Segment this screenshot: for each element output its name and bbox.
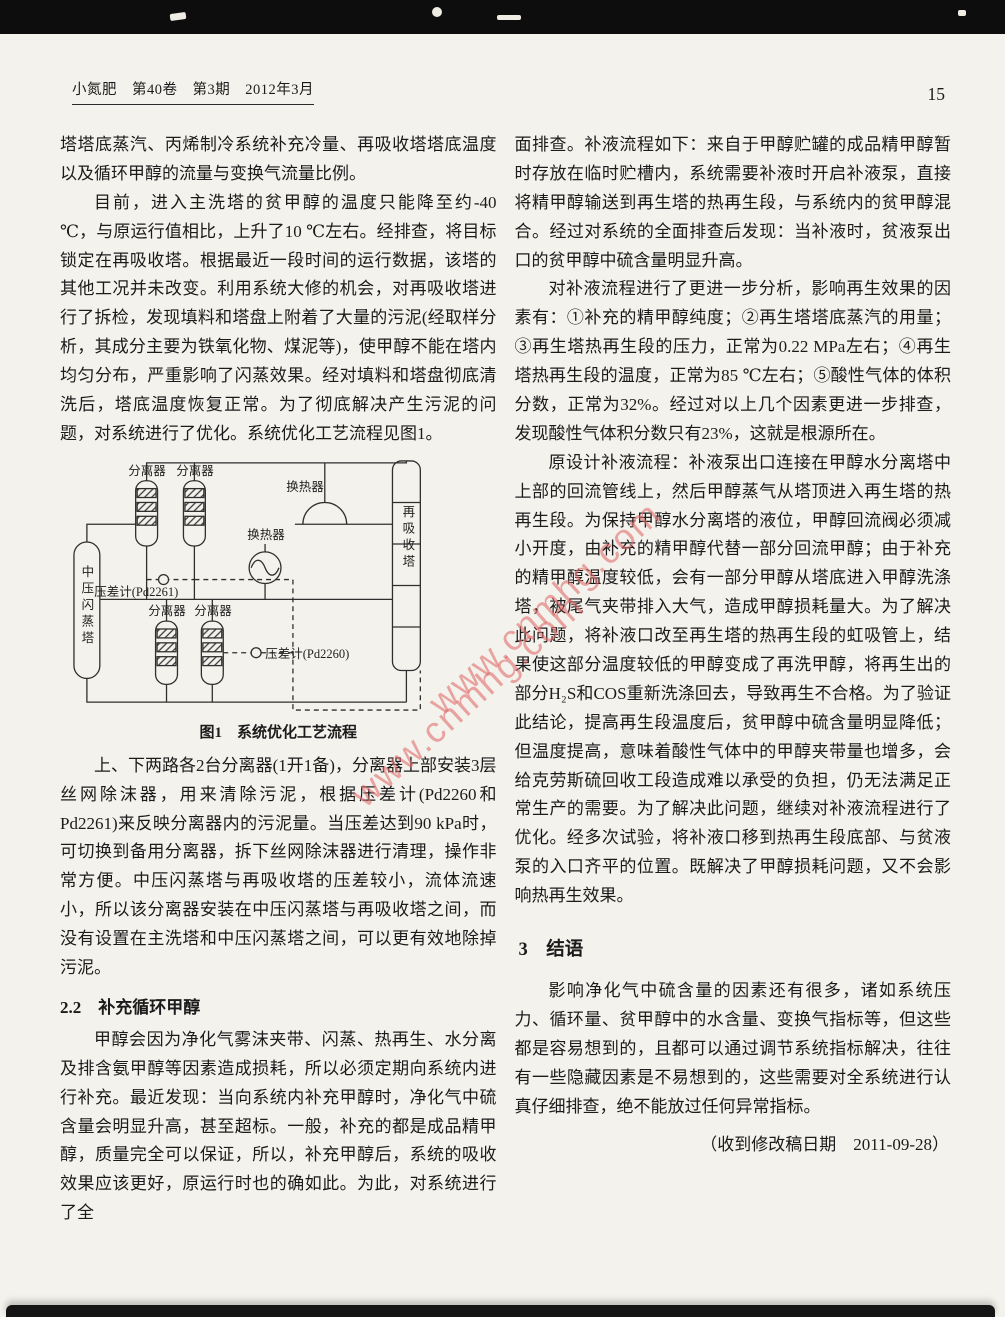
paragraph: 面排查。补液流程如下：来自于甲醇贮罐的成品精甲醇暂时存放在临时贮槽内，系统需要补… <box>514 135 952 270</box>
paragraph: 目前，进入主洗塔的贫甲醇的温度只能降至约-40 ℃，与原运行值相比，上升了10 … <box>60 192 497 443</box>
paragraph: 上、下两路各2台分离器(1开1备)，分离器上部安装3层丝网除沫器，用来清除污泥，… <box>60 755 497 978</box>
label-gauge-pd2260: 压差计(Pd2260) <box>265 646 350 661</box>
paragraph: 甲醇会因为净化气雾沫夹带、闪蒸、热再生、水分离及排含氨甲醇等因素造成损耗，所以必… <box>60 1029 497 1223</box>
label-heat-exchanger-mid: 换热器 <box>247 527 285 542</box>
article-body: 塔塔底蒸汽、丙烯制冷系统补充冷量、再吸收塔塔底温度以及循环甲醇的流量与变换气流量… <box>60 131 951 1228</box>
paragraph: 塔塔底蒸汽、丙烯制冷系统补充冷量、再吸收塔塔底温度以及循环甲醇的流量与变换气流量… <box>60 135 497 183</box>
page-header: 小氮肥 第40卷 第3期 2012年3月 15 <box>72 78 951 105</box>
label-separator-top-1: 分离器 <box>128 463 166 478</box>
label-heat-exchanger-top: 换热器 <box>286 479 324 494</box>
page-number: 15 <box>927 84 946 104</box>
scan-artifact <box>169 11 187 22</box>
figure-1: 分离器 分离器 换热器 再吸收塔 换热器 中压闪蒸塔 压差计(Pd2261) 分… <box>64 455 492 717</box>
figure-caption: 图1 系统优化工艺流程 <box>199 724 357 741</box>
label-separator-bottom-2: 分离器 <box>194 603 232 618</box>
page: 小氮肥 第40卷 第3期 2012年3月 15 塔塔底蒸汽、丙烯制冷系统补充冷量… <box>0 34 1005 1317</box>
scan-artifact <box>958 10 966 16</box>
label-gauge-pd2261: 压差计(Pd2261) <box>94 584 179 599</box>
paragraph: 对补液流程进行了更进一步分析，影响再生效果的因素有：①补充的精甲醇纯度；②再生塔… <box>514 279 952 443</box>
scan-artifact <box>497 15 521 20</box>
label-flash-tower: 中压闪蒸塔 <box>79 564 94 648</box>
received-date: （收到修改稿日期 2011-09-28） <box>700 1134 949 1154</box>
label-reabsorber-tower: 再吸收塔 <box>400 504 415 571</box>
paragraph: 影响净化气中硫含量的因素还有很多，诸如系统压力、循环量、贫甲醇中的水含量、变换气… <box>514 981 952 1116</box>
scan-bottom-edge <box>6 1305 995 1317</box>
left-column: 塔塔底蒸汽、丙烯制冷系统补充冷量、再吸收塔塔底温度以及循环甲醇的流量与变换气流量… <box>60 131 497 1228</box>
section-heading-3: 3 结语 <box>518 940 584 961</box>
scan-top-edge <box>0 0 1005 34</box>
section-heading-2-2: 2.2 补充循环甲醇 <box>60 997 201 1017</box>
scan-artifact <box>432 7 442 17</box>
label-separator-bottom-1: 分离器 <box>148 603 186 618</box>
label-separator-top-2: 分离器 <box>176 463 214 478</box>
paragraph: 原设计补液流程：补液泵出口连接在甲醇水分离塔中上部的回流管线上，然后甲醇蒸气从塔… <box>514 452 952 906</box>
right-column: 面排查。补液流程如下：来自于甲醇贮罐的成品精甲醇暂时存放在临时贮槽内，系统需要补… <box>515 131 952 1228</box>
process-flow-diagram <box>73 460 422 711</box>
journal-info: 小氮肥 第40卷 第3期 2012年3月 <box>72 78 314 105</box>
